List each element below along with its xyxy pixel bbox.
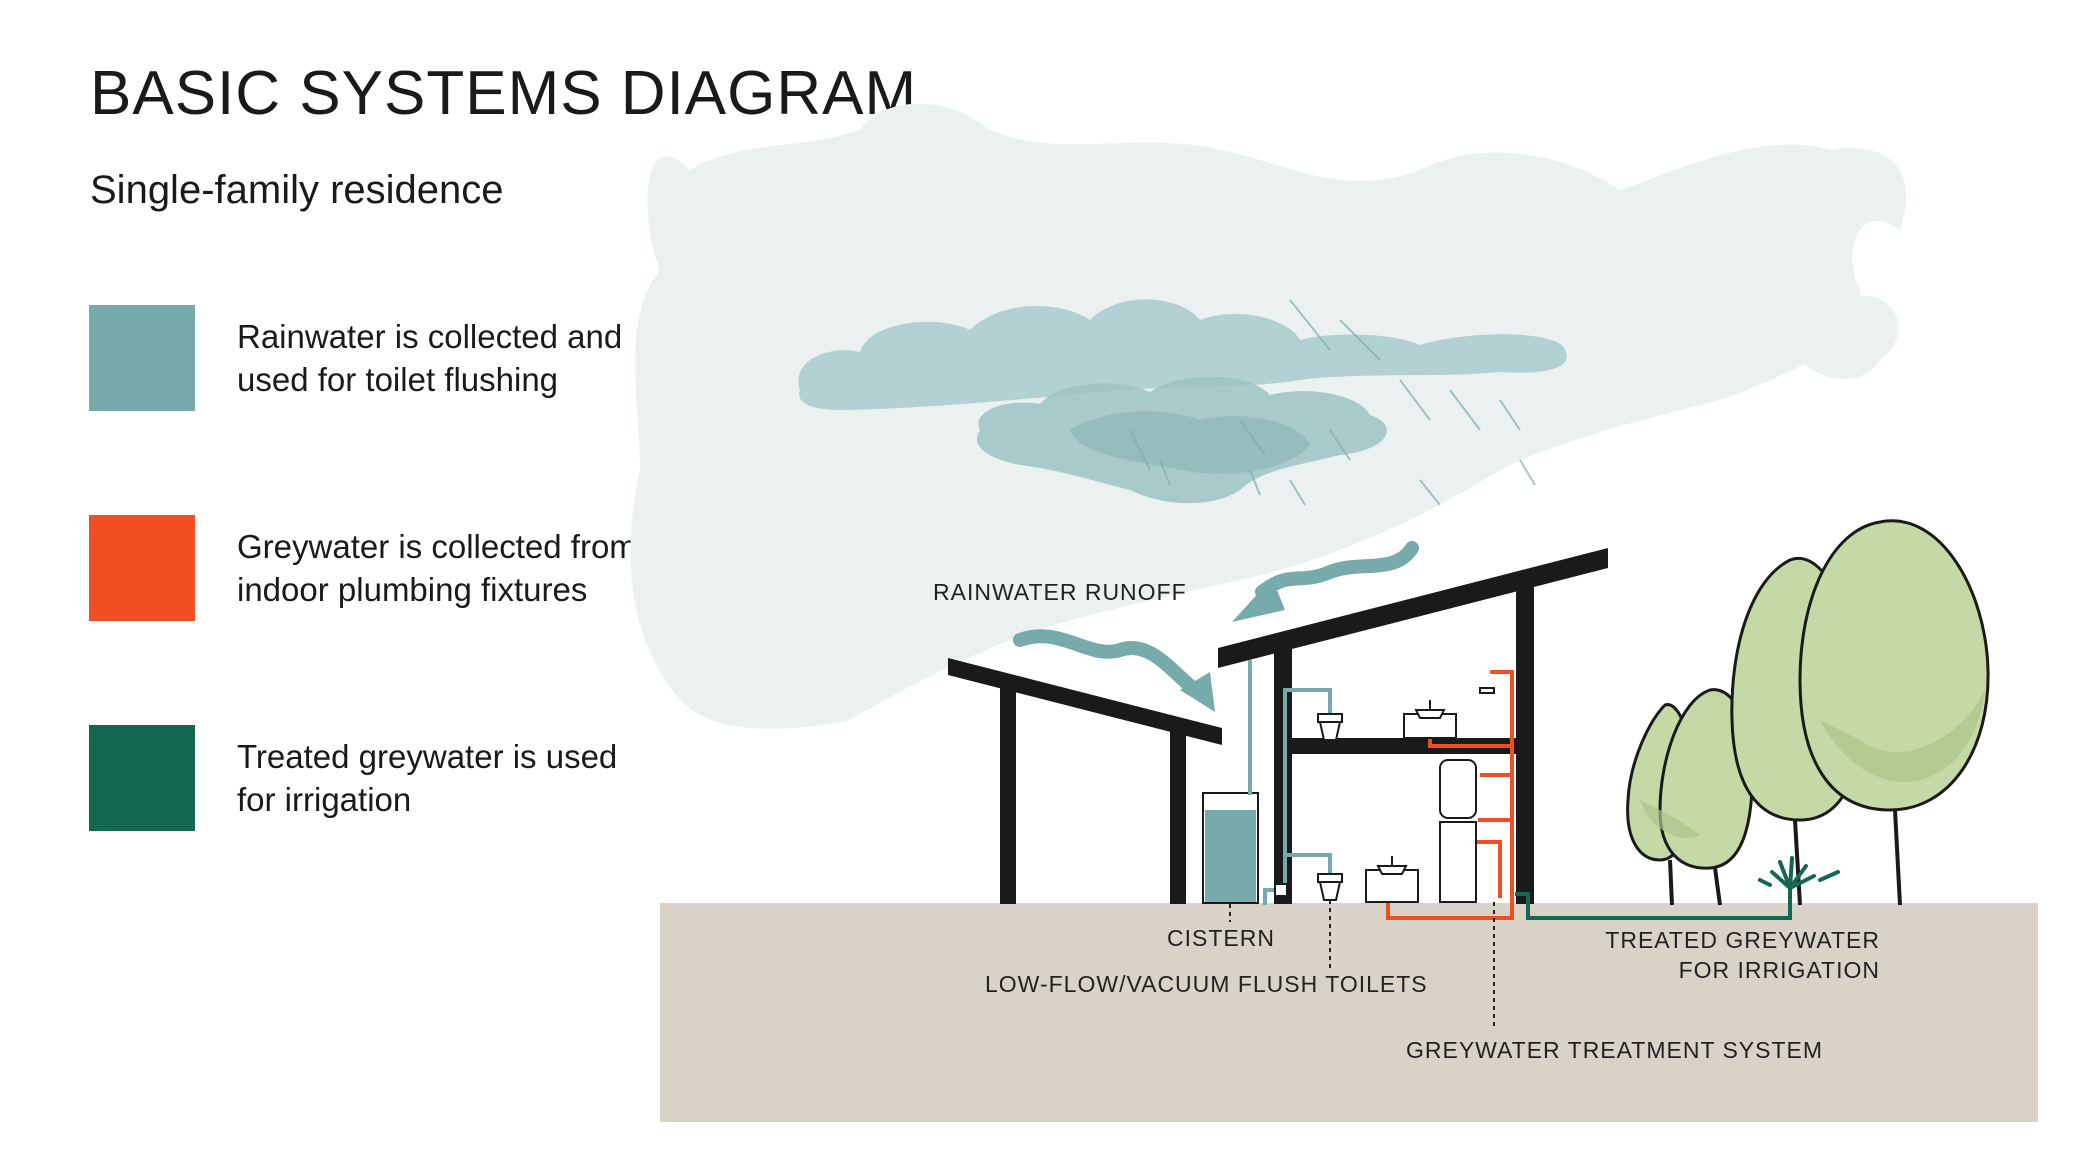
leader-lines: [1229, 900, 1495, 1028]
label-toilets: LOW-FLOW/VACUUM FLUSH TOILETS: [985, 971, 1428, 997]
label-irrigation-line2: FOR IRRIGATION: [1679, 957, 1880, 983]
rain-cloud: [798, 299, 1567, 506]
house: [1218, 548, 1608, 904]
lower-sink: [1365, 856, 1419, 903]
upper-sink: [1403, 700, 1457, 739]
page-title: BASIC SYSTEMS DIAGRAM: [90, 59, 918, 128]
cistern: [1202, 792, 1259, 904]
label-irrigation-line1: TREATED GREYWATER: [1605, 927, 1880, 953]
legend-text-rainwater: Rainwater is collected and used for toil…: [237, 315, 837, 401]
legend-line: Rainwater is collected and: [237, 318, 623, 355]
legend-swatch-treated: [89, 725, 195, 831]
rainwater-pipes: [1248, 660, 1332, 905]
label-treatment-system: GREYWATER TREATMENT SYSTEM: [1406, 1037, 1823, 1063]
legend-item-greywater: Greywater is collected from indoor plumb…: [89, 515, 809, 621]
legend-line: indoor plumbing fixtures: [237, 571, 588, 608]
legend-text-greywater: Greywater is collected from indoor plumb…: [237, 525, 837, 611]
sky-background-right: [1800, 295, 1899, 379]
legend-line: Greywater is collected from: [237, 528, 637, 565]
legend-line: used for toilet flushing: [237, 361, 559, 398]
trees: [1626, 519, 1990, 906]
legend-swatch-rainwater: [89, 305, 195, 411]
runoff-arrow-right: [1232, 541, 1419, 622]
ground: [660, 903, 2038, 1122]
left-shed: [948, 658, 1222, 904]
legend-text-treated: Treated greywater is used for irrigation: [237, 735, 837, 821]
legend-line: Treated greywater is used: [237, 738, 618, 775]
upper-toilet: [1317, 713, 1343, 741]
washer-appliance: [1439, 759, 1477, 903]
legend-item-treated: Treated greywater is used for irrigation: [89, 725, 809, 831]
lower-toilet: [1274, 873, 1343, 901]
legend-item-rainwater: Rainwater is collected and used for toil…: [89, 305, 809, 411]
legend-swatch-greywater: [89, 515, 195, 621]
legend-line: for irrigation: [237, 781, 412, 818]
label-rainwater-runoff: RAINWATER RUNOFF: [933, 579, 1187, 605]
shower-head: [1479, 687, 1495, 694]
irrigation-pipe: [1515, 888, 1792, 920]
page-subtitle: Single-family residence: [90, 168, 504, 212]
runoff-arrow-left: [1013, 629, 1215, 712]
sprinkler-icon: [1758, 856, 1840, 890]
label-cistern: CISTERN: [1167, 925, 1275, 951]
